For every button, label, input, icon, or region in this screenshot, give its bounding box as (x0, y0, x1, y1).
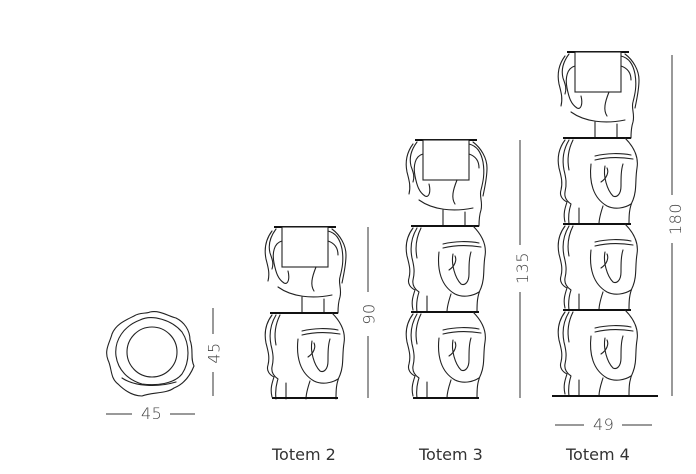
top-view-depth-dimension: 45 (204, 342, 224, 364)
totem-3-drawing (405, 139, 488, 399)
totem-2-label: Totem 2 (272, 445, 336, 464)
totem-4-width-dimension: 49 (593, 415, 615, 434)
totem-3-height-dimension: 135 (513, 251, 533, 285)
top-view-width-dimension: 45 (141, 404, 163, 423)
top-view-plan (106, 311, 195, 397)
totem-2-drawing (264, 226, 347, 400)
top-view-outer-outline (106, 311, 195, 397)
totem-2-height-dimension: 90 (359, 303, 379, 325)
totem-4-drawing (557, 51, 640, 397)
top-view-inner-circle (126, 326, 178, 378)
totem-3-label: Totem 3 (419, 445, 483, 464)
totem-4-height-dimension: 180 (666, 202, 686, 236)
totem-4-label: Totem 4 (566, 445, 630, 464)
